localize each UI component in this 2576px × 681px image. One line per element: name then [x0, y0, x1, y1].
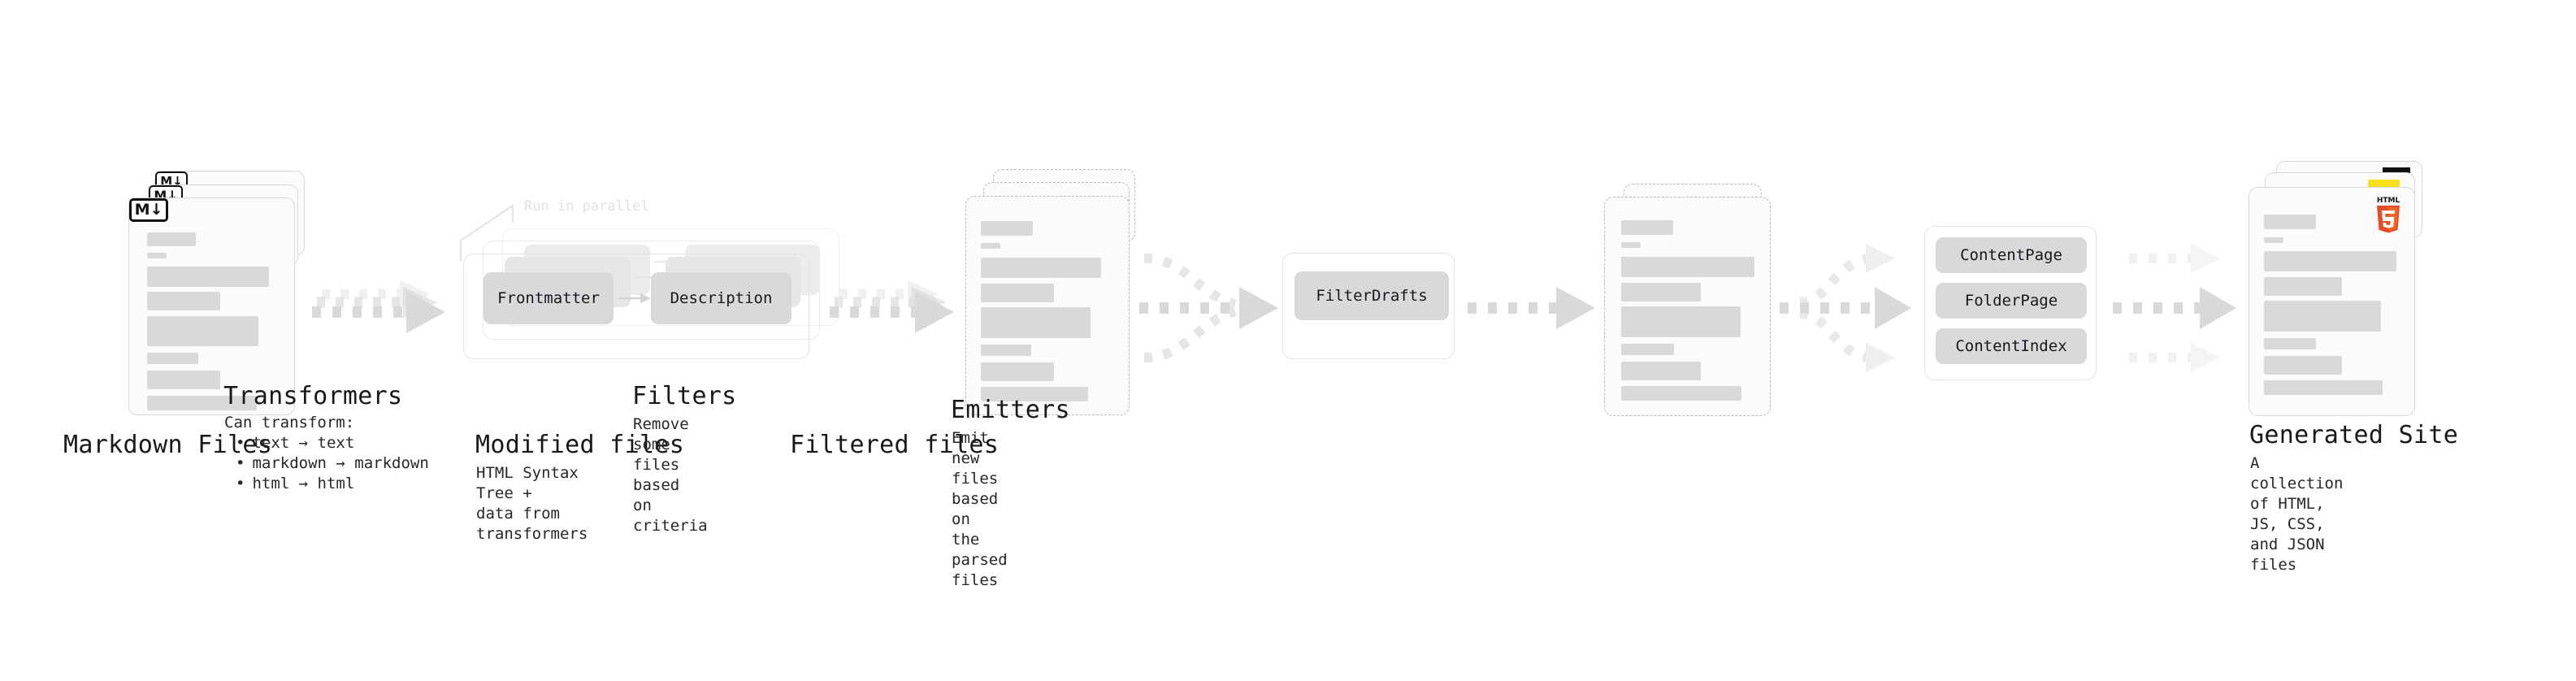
emitter-node-label: ContentIndex — [1955, 337, 2067, 355]
filters-group: FilterDrafts — [1282, 253, 1455, 359]
stage-title-emitters: Emitters — [951, 396, 1070, 424]
skeleton-bar — [147, 316, 258, 346]
skeleton-bar — [1621, 386, 1741, 401]
arrow-markdown-to-transformers — [312, 280, 445, 333]
transformer-node-label: Frontmatter — [497, 289, 600, 307]
emitter-node-label: ContentPage — [1960, 246, 2062, 264]
skeleton-bar — [2264, 251, 2396, 271]
filter-node-filterdrafts[interactable]: FilterDrafts — [1295, 271, 1449, 320]
generated-file-card-html: HTML — [2249, 187, 2415, 416]
skeleton-bar — [2264, 338, 2316, 349]
transformers-bullet: html → html — [236, 474, 429, 494]
arrow-transformers-to-modified — [830, 280, 954, 333]
skeleton-bar — [2264, 237, 2283, 243]
skeleton-bar — [981, 307, 1091, 338]
skeleton-bar — [147, 253, 167, 258]
skeleton-bar — [1621, 220, 1673, 235]
skeleton-bar — [2264, 356, 2342, 375]
transformer-group-front: Frontmatter Description — [463, 254, 809, 359]
stage-title-transformers: Transformers — [223, 382, 403, 410]
markdown-icon-label: M↓ — [134, 201, 163, 219]
skeleton-bar — [1621, 362, 1701, 380]
markdown-file-card-front: M↓ — [128, 197, 295, 415]
skeleton-bar — [981, 243, 1000, 249]
skeleton-bar — [147, 396, 257, 410]
transformer-arrow — [618, 293, 651, 303]
emitters-caption: Emit new files based on the parsed files — [952, 429, 1008, 589]
arrow-modified-to-filters — [1139, 254, 1278, 362]
skeleton-bar — [147, 267, 269, 287]
markdown-icon-label: M↓ — [160, 173, 183, 189]
emitter-node-folderpage[interactable]: FolderPage — [1936, 283, 2087, 319]
skeleton-bar — [981, 362, 1054, 381]
filtered-file-card-front — [1604, 197, 1771, 416]
transformers-caption-intro: Can transform: — [224, 414, 355, 432]
transformers-bullet-list: text → text markdown → markdown html → h… — [224, 433, 429, 494]
skeleton-bar — [2264, 301, 2381, 332]
skeleton-bar — [2264, 380, 2383, 395]
markdown-icon: M↓ — [129, 198, 168, 222]
transformers-caption: Can transform: text → text markdown → ma… — [224, 413, 429, 494]
modified-file-card-front — [965, 196, 1130, 415]
stage-title-filtered-files: Filtered files — [790, 431, 1000, 459]
emitter-node-contentpage[interactable]: ContentPage — [1936, 237, 2087, 273]
transformers-bullet: text → text — [236, 433, 429, 453]
svg-text:HTML: HTML — [2377, 197, 2400, 205]
transformer-node-description[interactable]: Description — [651, 272, 791, 324]
skeleton-bar — [981, 284, 1054, 302]
transformer-node-frontmatter[interactable]: Frontmatter — [484, 272, 614, 324]
arrow-emitters-to-site — [2113, 244, 2236, 372]
run-in-parallel-label: Run in parallel — [524, 198, 649, 215]
skeleton-bar — [1621, 344, 1674, 355]
stage-title-generated-site: Generated Site — [2249, 421, 2459, 449]
skeleton-bar — [981, 387, 1088, 401]
skeleton-bar — [2264, 277, 2342, 296]
emitter-node-contentindex[interactable]: ContentIndex — [1936, 328, 2087, 364]
emitters-group: ContentPage FolderPage ContentIndex — [1924, 226, 2097, 380]
transformer-node-label: Description — [670, 289, 773, 307]
skeleton-bar — [147, 232, 196, 246]
filters-caption: Remove some files based on criteria — [633, 415, 708, 535]
skeleton-bar — [1621, 306, 1741, 337]
filter-node-label: FilterDrafts — [1316, 287, 1428, 305]
skeleton-bar — [981, 221, 1033, 236]
generated-site-caption: A collection of HTML, JS, CSS, and JSON … — [2250, 454, 2344, 574]
html5-icon: HTML — [2377, 197, 2400, 233]
skeleton-bar — [1621, 257, 1754, 277]
skeleton-bar — [147, 353, 198, 364]
stage-title-filters: Filters — [632, 382, 737, 410]
modified-files-caption: HTML Syntax Tree + data from transformer… — [476, 464, 588, 543]
stage-title-modified-files: Modified files — [475, 431, 685, 459]
transformers-bullet: markdown → markdown — [236, 453, 428, 474]
arrow-filters-to-filtered — [1468, 287, 1595, 329]
skeleton-bar — [2264, 215, 2316, 229]
emitter-node-label: FolderPage — [1964, 292, 2058, 310]
skeleton-bar — [147, 371, 220, 389]
arrow-filtered-to-emitters — [1780, 244, 1911, 372]
skeleton-bar — [147, 292, 220, 310]
skeleton-bar — [981, 345, 1031, 356]
skeleton-bar — [1621, 242, 1641, 248]
skeleton-bar — [981, 258, 1101, 278]
skeleton-bar — [1621, 283, 1701, 301]
